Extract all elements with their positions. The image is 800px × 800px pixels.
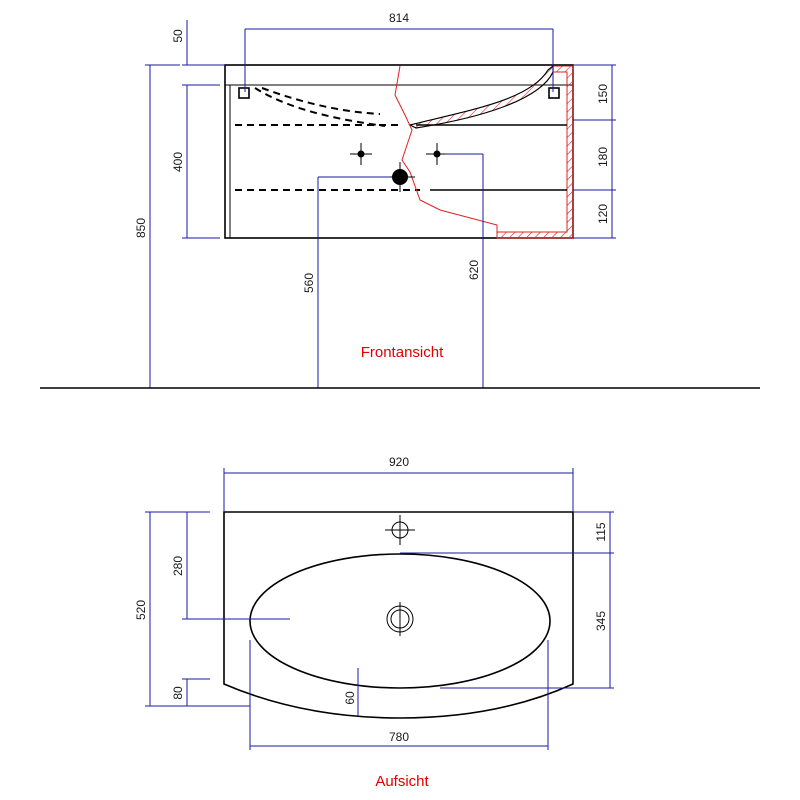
bracket-right-icon <box>548 87 560 99</box>
basin-bowl <box>249 553 551 689</box>
bracket-left-icon <box>238 87 250 99</box>
dim-814: 814 <box>389 11 409 25</box>
section-break-line <box>394 65 498 238</box>
top-view-title: Aufsicht <box>375 773 429 790</box>
dim-50: 50 <box>171 29 185 43</box>
dim-80: 80 <box>171 686 185 700</box>
front-view: 814 50 400 850 560 620 150 180 120 Front… <box>134 11 616 388</box>
tap-hole-icon <box>385 515 415 545</box>
basin-hidden-curve <box>254 87 386 127</box>
dim-620: 620 <box>467 260 481 280</box>
dim-280: 280 <box>171 556 185 576</box>
top-view: 920 280 520 80 115 345 60 780 Aufsicht <box>134 455 614 790</box>
dim-150: 150 <box>596 84 610 104</box>
front-view-title: Frontansicht <box>361 344 444 361</box>
washbasin-outline <box>223 511 574 719</box>
dim-920: 920 <box>389 455 409 469</box>
dim-560: 560 <box>302 273 316 293</box>
dim-520: 520 <box>134 600 148 620</box>
dim-850: 850 <box>134 218 148 238</box>
basin-hidden-curve-2 <box>261 87 381 115</box>
dim-400: 400 <box>171 152 185 172</box>
drain-hole-icon <box>386 602 414 636</box>
dim-120: 120 <box>596 204 610 224</box>
dim-115: 115 <box>594 522 608 541</box>
basin-section <box>408 64 554 129</box>
dim-780: 780 <box>389 730 409 744</box>
dim-180: 180 <box>596 147 610 167</box>
dim-345: 345 <box>594 611 608 631</box>
dim-60: 60 <box>343 691 357 705</box>
crosshair-left-icon <box>350 143 372 165</box>
cabinet-outline <box>224 64 574 239</box>
crosshair-right-icon <box>426 143 448 165</box>
drain-icon <box>385 162 415 192</box>
